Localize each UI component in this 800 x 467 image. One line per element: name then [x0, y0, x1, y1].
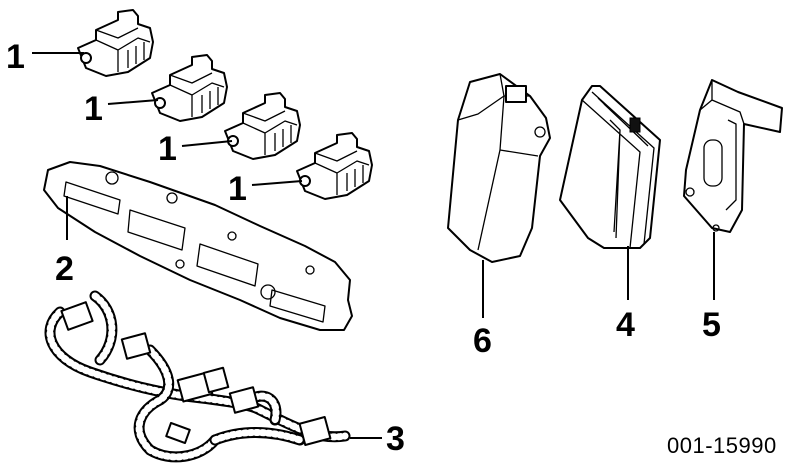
callout-module-6: 6 [473, 322, 492, 360]
ignition-coil-1b[interactable] [151, 54, 228, 122]
mounting-bracket-5[interactable] [683, 79, 783, 233]
ignition-coil-1d[interactable] [296, 132, 373, 200]
coil-mounting-plate[interactable] [43, 161, 353, 331]
ignition-coil-1c[interactable] [224, 92, 301, 160]
callout-harness-3: 3 [386, 420, 405, 458]
document-id: 001-15990 [667, 433, 777, 458]
control-module-6[interactable] [447, 73, 551, 263]
callout-coil-1b: 1 [84, 90, 103, 128]
callout-coil-1d: 1 [228, 170, 247, 208]
callout-coil-1a: 1 [6, 38, 25, 76]
leader-lines [32, 52, 715, 439]
wiring-harness[interactable] [44, 290, 351, 463]
control-module-4[interactable] [559, 85, 661, 249]
callout-bracket-5: 5 [702, 306, 721, 344]
callout-coil-1c: 1 [158, 130, 177, 168]
callout-gasket-2: 2 [55, 250, 74, 288]
ignition-coil-1a[interactable] [77, 9, 154, 77]
callout-module-4: 4 [616, 306, 635, 344]
